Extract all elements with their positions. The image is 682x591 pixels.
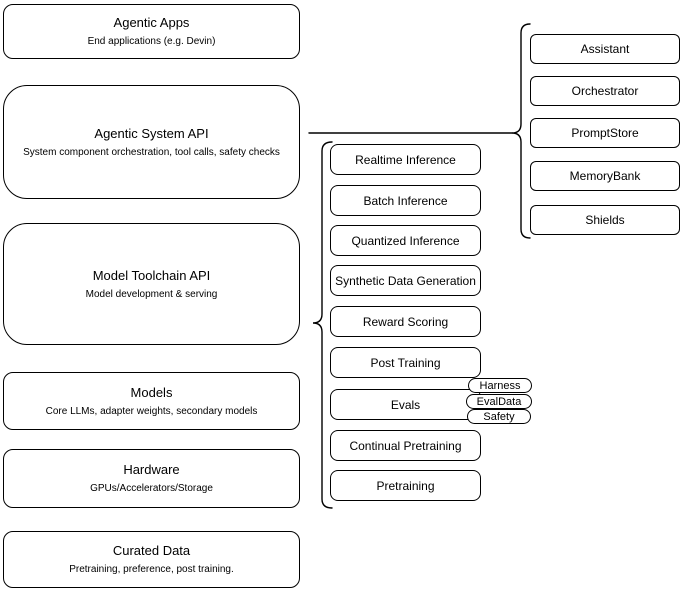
node-agentic-apps: Agentic Apps End applications (e.g. Devi… bbox=[3, 4, 300, 59]
toolchain-item-label: Post Training bbox=[370, 355, 441, 370]
eval-tag-harness: Harness bbox=[468, 378, 532, 393]
toolchain-item-label: Synthetic Data Generation bbox=[335, 273, 476, 288]
node-models: Models Core LLMs, adapter weights, secon… bbox=[3, 372, 300, 430]
component-label: MemoryBank bbox=[569, 169, 641, 183]
component-label: PromptStore bbox=[571, 126, 639, 140]
node-title: Curated Data bbox=[112, 543, 191, 558]
node-title: Models bbox=[130, 384, 173, 400]
node-title: Agentic Apps bbox=[113, 15, 190, 30]
node-subtitle: Core LLMs, adapter weights, secondary mo… bbox=[45, 405, 258, 417]
toolchain-item-post-training: Post Training bbox=[330, 347, 481, 378]
component-shields: Shields bbox=[530, 205, 680, 235]
node-agentic-system-api: Agentic System API System component orch… bbox=[3, 85, 300, 199]
toolchain-brace bbox=[312, 141, 333, 509]
toolchain-item-batch-inference: Batch Inference bbox=[330, 185, 481, 216]
eval-tag-label: Harness bbox=[479, 379, 521, 392]
component-assistant: Assistant bbox=[530, 34, 680, 64]
toolchain-item-label: Continual Pretraining bbox=[349, 438, 462, 453]
toolchain-item-label: Quantized Inference bbox=[351, 233, 460, 248]
node-curated-data: Curated Data Pretraining, preference, po… bbox=[3, 531, 300, 588]
toolchain-item-reward-scoring: Reward Scoring bbox=[330, 306, 481, 337]
toolchain-item-label: Batch Inference bbox=[363, 193, 448, 208]
node-subtitle: End applications (e.g. Devin) bbox=[87, 36, 216, 47]
node-title: Agentic System API bbox=[94, 125, 209, 141]
node-subtitle: System component orchestration, tool cal… bbox=[23, 146, 280, 158]
node-subtitle: Model development & serving bbox=[85, 288, 218, 300]
node-subtitle: Pretraining, preference, post training. bbox=[69, 564, 234, 575]
system-components-brace bbox=[511, 23, 531, 239]
component-label: Shields bbox=[585, 213, 625, 227]
component-promptstore: PromptStore bbox=[530, 118, 680, 148]
toolchain-item-label: Reward Scoring bbox=[362, 314, 449, 329]
node-model-toolchain-api: Model Toolchain API Model development & … bbox=[3, 223, 300, 345]
toolchain-item-realtime-inference: Realtime Inference bbox=[330, 144, 481, 175]
toolchain-item-label: Pretraining bbox=[376, 478, 435, 493]
node-title: Hardware bbox=[123, 462, 180, 477]
toolchain-item-quantized-inference: Quantized Inference bbox=[330, 225, 481, 256]
toolchain-item-synthetic-data-generation: Synthetic Data Generation bbox=[330, 265, 481, 296]
component-orchestrator: Orchestrator bbox=[530, 76, 680, 106]
node-hardware: Hardware GPUs/Accelerators/Storage bbox=[3, 449, 300, 508]
toolchain-item-pretraining: Pretraining bbox=[330, 470, 481, 501]
toolchain-item-label: Evals bbox=[390, 397, 421, 412]
component-label: Assistant bbox=[580, 42, 630, 56]
eval-tag-evaldata: EvalData bbox=[466, 394, 532, 409]
toolchain-item-label: Realtime Inference bbox=[355, 152, 456, 167]
node-title: Model Toolchain API bbox=[92, 267, 211, 283]
toolchain-item-continual-pretraining: Continual Pretraining bbox=[330, 430, 481, 461]
toolchain-item-evals: Evals bbox=[330, 389, 481, 420]
component-memorybank: MemoryBank bbox=[530, 161, 680, 191]
component-label: Orchestrator bbox=[571, 84, 639, 98]
eval-tag-label: EvalData bbox=[476, 395, 522, 408]
eval-tag-safety: Safety bbox=[467, 409, 531, 424]
eval-tag-label: Safety bbox=[483, 410, 515, 423]
node-subtitle: GPUs/Accelerators/Storage bbox=[90, 483, 213, 494]
